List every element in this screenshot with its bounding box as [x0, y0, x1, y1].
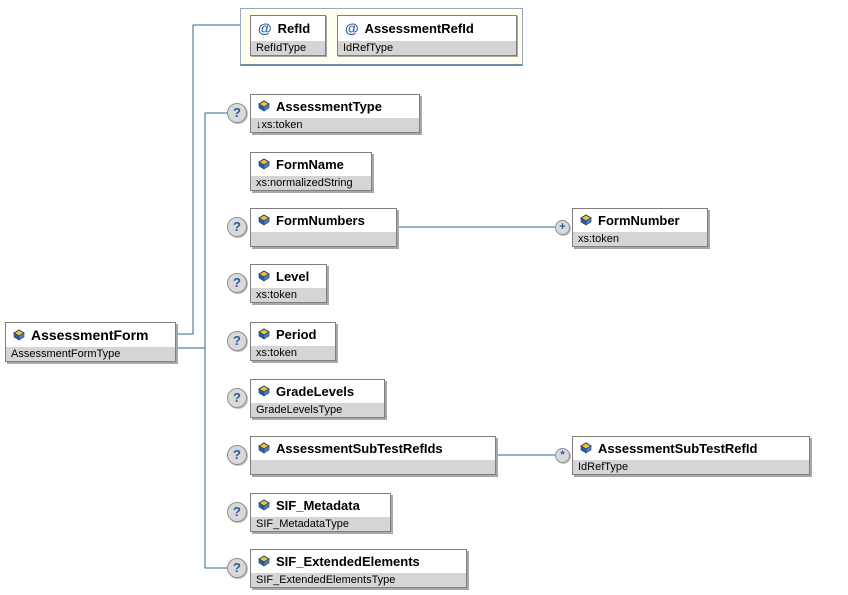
element-icon [257, 328, 271, 340]
node-name: FormNumbers [276, 212, 365, 228]
node-title: AssessmentSubTestRefIds [251, 437, 495, 459]
node-name: Period [276, 326, 317, 342]
node-type: xs:normalizedString [251, 175, 371, 190]
element-icon [579, 442, 593, 454]
node-type: AssessmentFormType [6, 346, 175, 361]
node-assessment-sub-test-ref-ids[interactable]: AssessmentSubTestRefIds [250, 436, 496, 475]
element-icon [257, 499, 271, 511]
optional-indicator: ? [227, 502, 247, 522]
node-title: Period [251, 323, 335, 345]
attribute-name: AssessmentRefId [364, 20, 474, 36]
node-name: AssessmentSubTestRefIds [276, 440, 443, 456]
node-title: Level [251, 265, 326, 287]
node-grade-levels[interactable]: GradeLevels GradeLevelsType [250, 379, 385, 418]
node-title: FormName [251, 153, 371, 175]
element-icon [257, 270, 271, 282]
node-title: SIF_Metadata [251, 494, 390, 516]
node-title: AssessmentType [251, 95, 419, 117]
node-form-name[interactable]: FormName xs:normalizedString [250, 152, 372, 191]
node-title: FormNumber [573, 209, 707, 231]
node-type: SIF_ExtendedElementsType [251, 572, 466, 587]
repeat-plus-indicator: + [555, 220, 570, 235]
element-icon [257, 100, 271, 112]
node-period[interactable]: Period xs:token [250, 322, 336, 361]
attribute-at-icon: @ [345, 20, 359, 36]
node-title: SIF_ExtendedElements [251, 550, 466, 572]
node-name: SIF_Metadata [276, 497, 360, 513]
node-type: xs:token [573, 231, 707, 246]
node-title: FormNumbers [251, 209, 396, 231]
element-icon [257, 214, 271, 226]
attribute-name: RefId [277, 20, 311, 36]
node-sif-metadata[interactable]: SIF_Metadata SIF_MetadataType [250, 493, 391, 532]
node-type [251, 459, 495, 474]
node-level[interactable]: Level xs:token [250, 264, 327, 303]
element-icon [257, 158, 271, 170]
node-name: GradeLevels [276, 383, 355, 399]
node-name: SIF_ExtendedElements [276, 553, 420, 569]
node-type: xs:token [251, 345, 335, 360]
attribute-refid[interactable]: @ RefId RefIdType [250, 15, 326, 56]
optional-indicator: ? [227, 445, 247, 465]
node-title: AssessmentSubTestRefId [573, 437, 809, 459]
attribute-type: IdRefType [338, 40, 516, 55]
node-name: FormName [276, 156, 344, 172]
node-form-numbers[interactable]: FormNumbers [250, 208, 397, 247]
optional-indicator: ? [227, 103, 247, 123]
node-type: GradeLevelsType [251, 402, 384, 417]
connector-attribute-group [178, 24, 240, 335]
optional-indicator: ? [227, 388, 247, 408]
attribute-title: @ AssessmentRefId [338, 16, 516, 40]
element-icon [257, 442, 271, 454]
optional-indicator: ? [227, 273, 247, 293]
node-name: FormNumber [598, 212, 680, 228]
node-assessment-sub-test-ref-id[interactable]: AssessmentSubTestRefId IdRefType [572, 436, 810, 475]
optional-indicator: ? [227, 331, 247, 351]
element-icon [579, 214, 593, 226]
optional-indicator: ? [227, 217, 247, 237]
node-assessment-form[interactable]: AssessmentForm AssessmentFormType [5, 322, 176, 362]
element-icon [257, 385, 271, 397]
node-type [251, 231, 396, 246]
node-name: Level [276, 268, 310, 284]
attribute-at-icon: @ [258, 20, 272, 36]
attribute-title: @ RefId [251, 16, 325, 40]
node-assessment-type[interactable]: AssessmentType ↓xs:token [250, 94, 420, 133]
node-type: SIF_MetadataType [251, 516, 390, 531]
node-title: AssessmentForm [6, 323, 175, 346]
node-form-number[interactable]: FormNumber xs:token [572, 208, 708, 247]
attribute-assessmentrefid[interactable]: @ AssessmentRefId IdRefType [337, 15, 517, 56]
node-name: AssessmentSubTestRefId [598, 440, 758, 456]
node-title: GradeLevels [251, 380, 384, 402]
element-icon [12, 328, 26, 341]
node-type: IdRefType [573, 459, 809, 474]
node-type: xs:token [251, 287, 326, 302]
optional-indicator: ? [227, 558, 247, 578]
attribute-type: RefIdType [251, 40, 325, 55]
node-name: AssessmentForm [31, 326, 149, 343]
element-icon [257, 555, 271, 567]
node-name: AssessmentType [276, 98, 382, 114]
node-type: ↓xs:token [251, 117, 419, 132]
connector-sequence-trunk [204, 112, 227, 569]
repeat-star-indicator: * [555, 448, 570, 463]
node-sif-extended-elements[interactable]: SIF_ExtendedElements SIF_ExtendedElement… [250, 549, 467, 588]
